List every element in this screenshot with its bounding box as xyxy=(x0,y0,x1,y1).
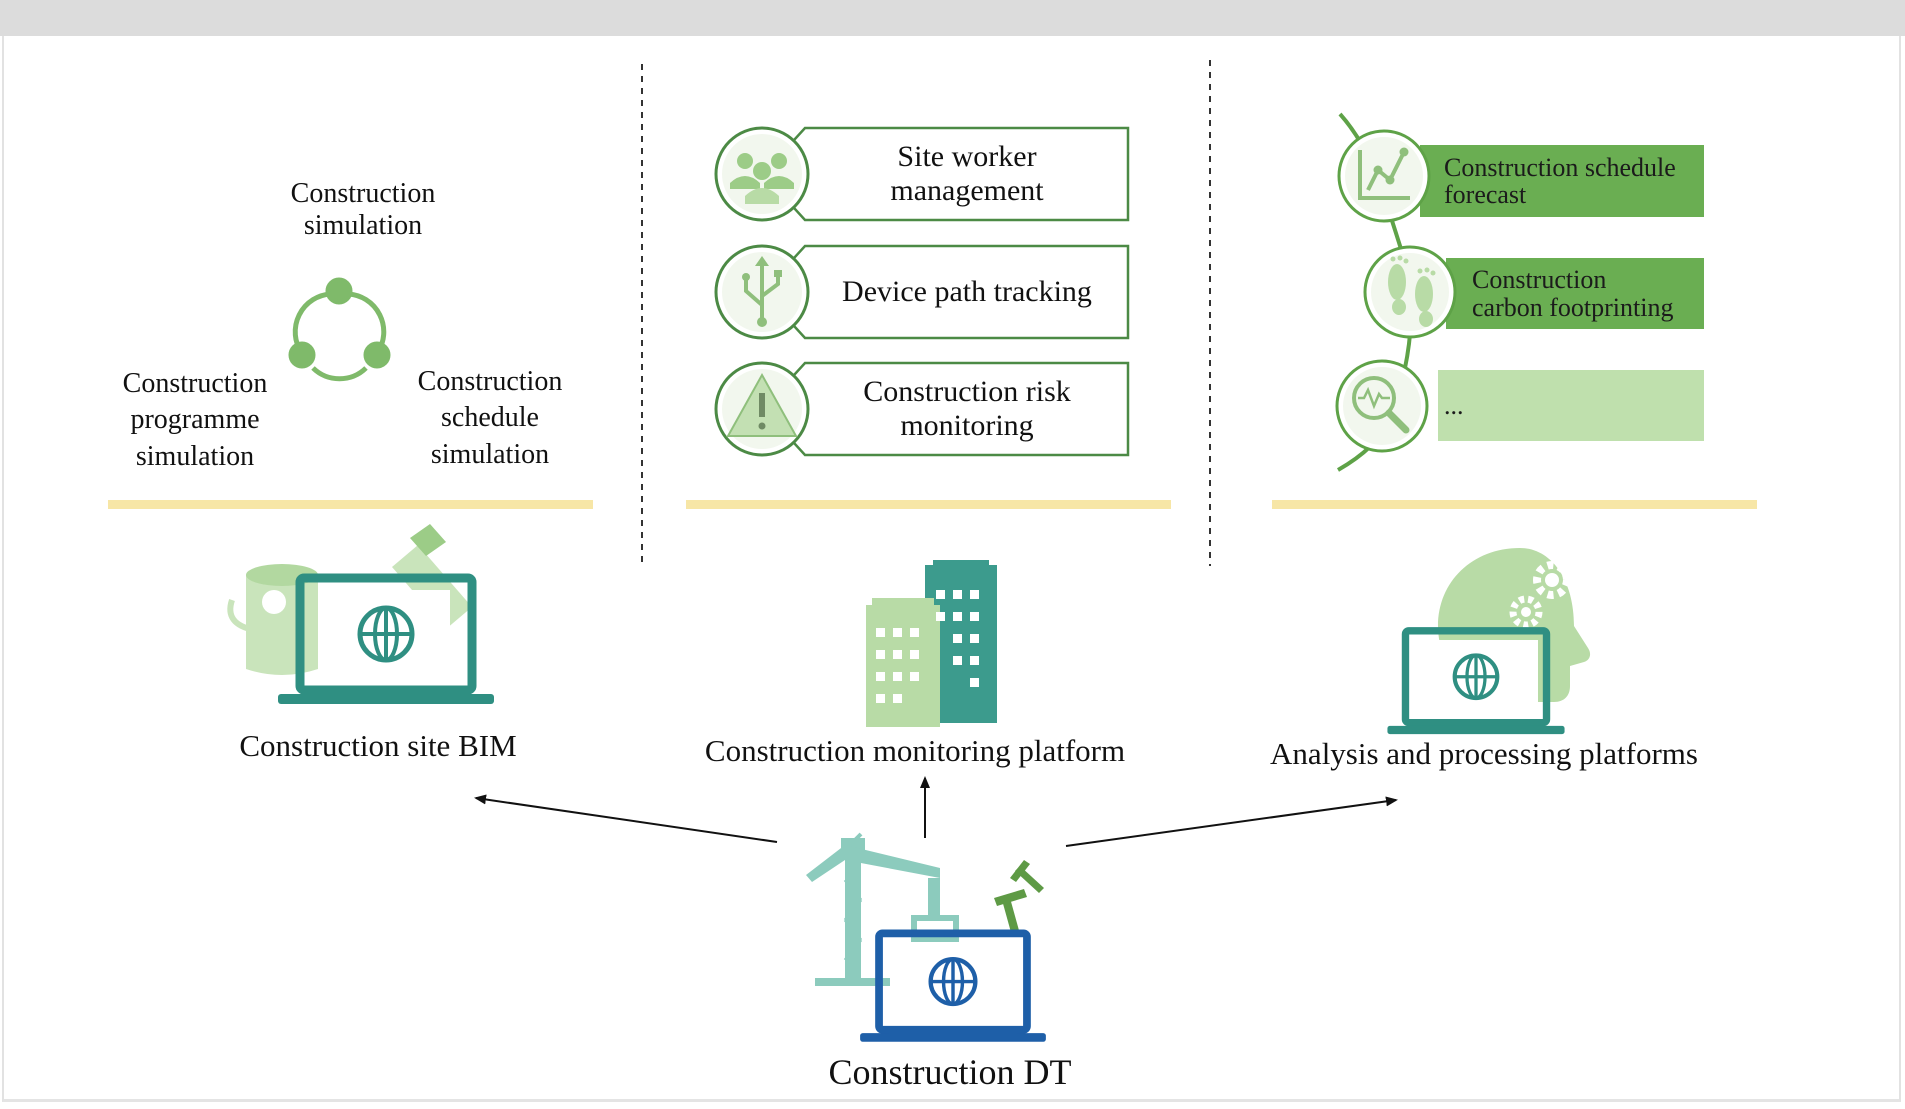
platform-label-bim: Construction site BIM xyxy=(239,728,517,763)
analysis-label-2: Construction carbon footprinting xyxy=(1472,265,1674,322)
top-bar xyxy=(0,0,1905,36)
simulation-right-label: Construction schedule simulation xyxy=(417,366,563,470)
head-gears-icon xyxy=(1387,548,1591,734)
platform-label-monitoring: Construction monitoring platform xyxy=(704,733,1126,768)
simulation-left-label: Construction programme simulation xyxy=(122,368,268,472)
analysis-bar-1 xyxy=(1420,145,1704,217)
monitor-label-1: Site worker management xyxy=(890,140,1044,207)
hammer-icon xyxy=(994,860,1044,936)
crane-icon xyxy=(806,832,959,986)
workers-icon xyxy=(714,126,810,222)
dt-laptop-icon xyxy=(860,933,1046,1041)
yellow-bar-right xyxy=(1272,500,1757,509)
arrow-to-bim xyxy=(474,794,778,843)
center-label: Construction DT xyxy=(828,1052,1072,1092)
monitor-label-3: Construction risk monitoring xyxy=(863,375,1071,442)
buildings-icon xyxy=(866,560,997,727)
frame-border xyxy=(2,36,1901,1102)
analysis-bar-3 xyxy=(1438,370,1704,441)
analysis-label-3: ... xyxy=(1444,390,1464,420)
cycle-icon xyxy=(288,277,391,382)
magnifier-icon xyxy=(1335,359,1429,453)
yellow-bar-left xyxy=(108,500,593,509)
usb-icon xyxy=(714,244,810,340)
monitor-label-2: Device path tracking xyxy=(842,275,1092,309)
platform-label-analysis: Analysis and processing platforms xyxy=(1270,736,1698,771)
simulation-top-label: Construction simulation xyxy=(290,178,436,241)
arrow-to-analysis xyxy=(1065,796,1398,847)
analysis-label-1: Construction schedule forecast xyxy=(1444,152,1676,209)
line-chart-icon xyxy=(1337,129,1431,223)
warning-icon xyxy=(714,361,810,457)
footprint-icon xyxy=(1363,245,1457,339)
yellow-bar-middle xyxy=(686,500,1171,509)
analysis-bar-2 xyxy=(1446,258,1704,329)
bim-icon xyxy=(227,524,494,704)
